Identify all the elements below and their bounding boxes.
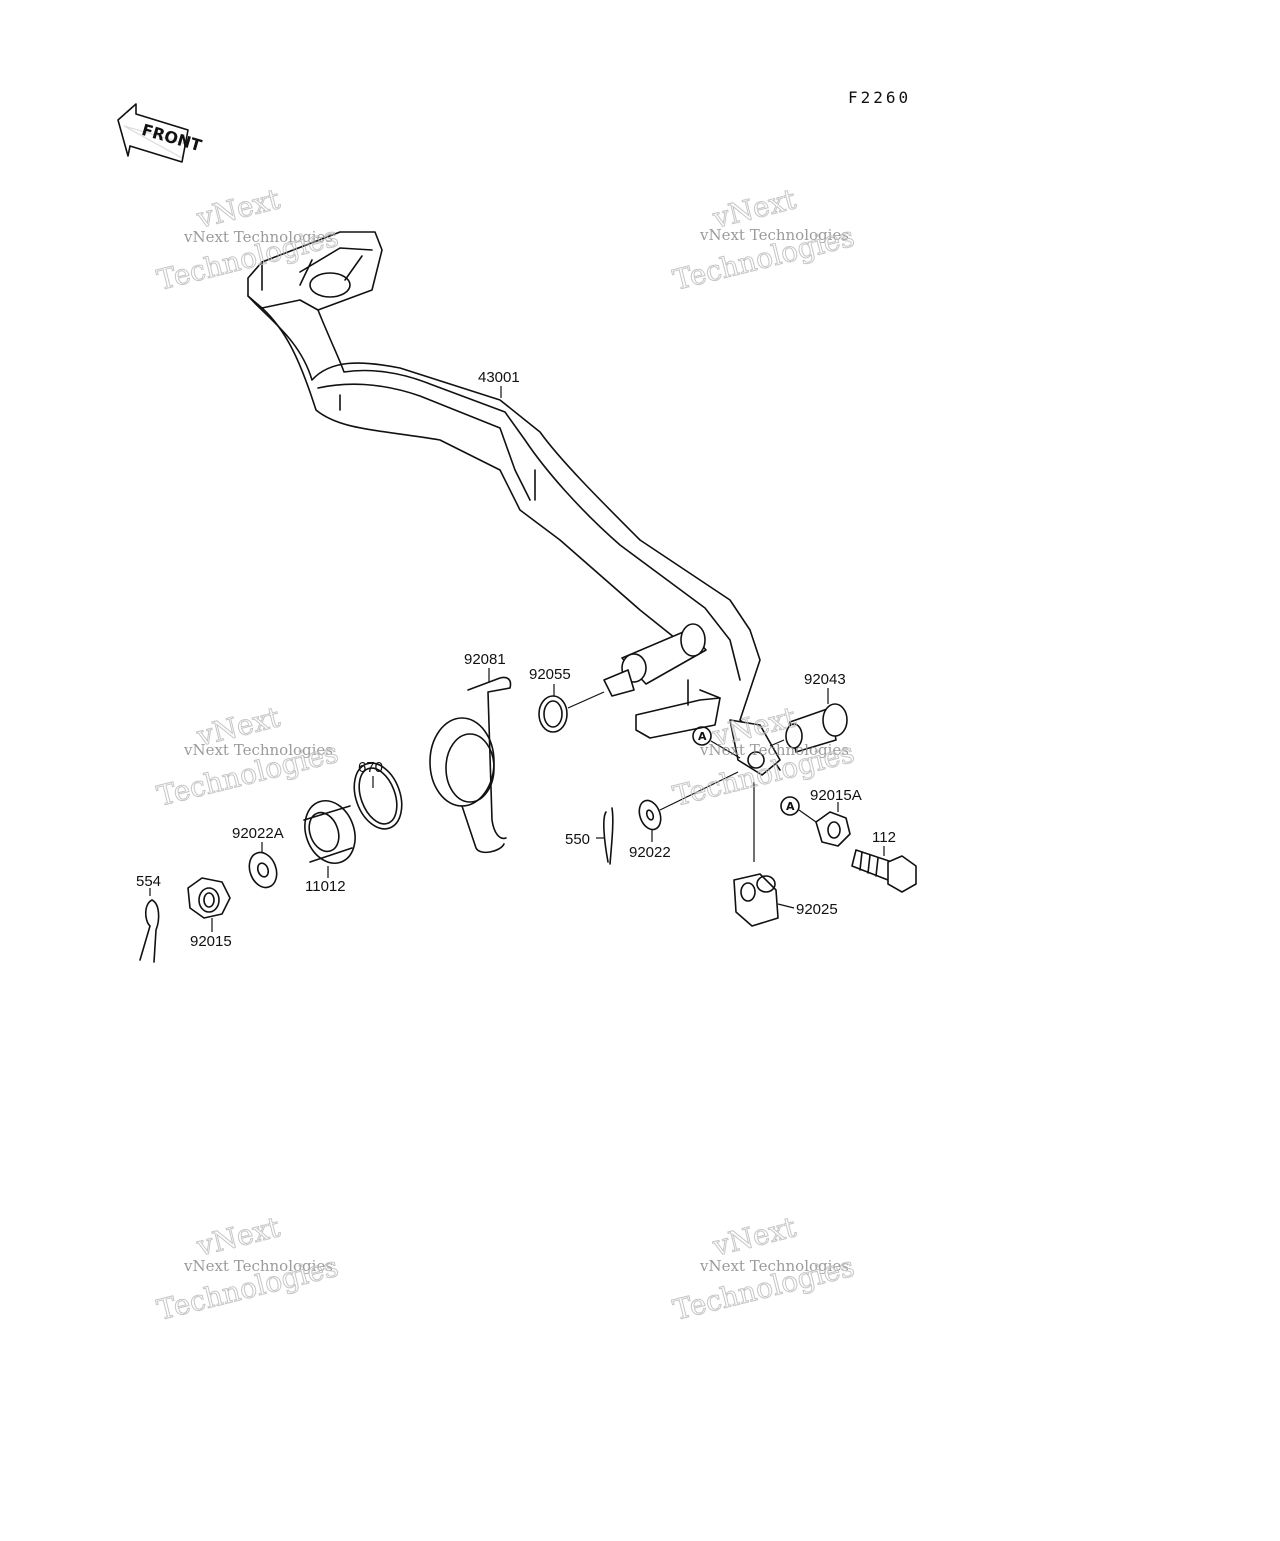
- figure-code: F2260: [848, 88, 911, 107]
- svg-text:vNext Technologies: vNext Technologies: [699, 226, 849, 244]
- part-label-554: 554: [136, 873, 161, 890]
- bushing-11012: [303, 800, 356, 864]
- part-label-550: 550: [565, 831, 590, 848]
- svg-text:vNext Technologies: vNext Technologies: [699, 1257, 849, 1275]
- part-label-92022a: 92022A: [232, 825, 284, 842]
- part-label-92055: 92055: [529, 666, 571, 683]
- snap-pin-554: [139, 899, 160, 963]
- clevis-pin-92043: [769, 703, 848, 753]
- leader-lines: [149, 386, 885, 932]
- washer-92022a: [248, 851, 278, 889]
- svg-text:A: A: [786, 800, 795, 813]
- reference-marker-a-1: A: [692, 726, 741, 759]
- svg-text:A: A: [698, 730, 707, 743]
- part-label-92025: 92025: [796, 901, 838, 918]
- watermark-bottom-left: vNext vNext Technologies Technologies: [153, 1210, 342, 1328]
- part-label-92015: 92015: [190, 933, 232, 950]
- front-arrow-icon: FRONT: [117, 103, 204, 163]
- watermark-middle-left: vNext vNext Technologies Technologies: [153, 700, 342, 814]
- svg-text:vNext Technologies: vNext Technologies: [183, 1257, 333, 1275]
- part-label-92081: 92081: [464, 651, 506, 668]
- washer-92022: [638, 771, 739, 831]
- cotter-pin-550: [603, 807, 614, 865]
- watermark-bottom-right: vNext vNext Technologies Technologies: [669, 1210, 858, 1328]
- svg-text:vNext: vNext: [709, 1210, 800, 1263]
- o-ring-92055: [538, 691, 605, 733]
- return-spring-92081: [429, 676, 512, 854]
- svg-text:vNext: vNext: [193, 1210, 284, 1263]
- part-label-11012: 11012: [305, 878, 346, 895]
- brake-pedal-43001: [247, 231, 781, 776]
- part-label-670: 670: [358, 759, 383, 776]
- bolt-112: [851, 849, 917, 893]
- svg-text:vNext Technologies: vNext Technologies: [183, 741, 333, 759]
- watermark-top-right: vNext vNext Technologies Technologies: [669, 182, 858, 298]
- svg-text:vNext Technologies: vNext Technologies: [699, 741, 849, 759]
- part-label-112: 112: [872, 829, 896, 846]
- part-label-92022: 92022: [629, 844, 671, 861]
- part-label-43001: 43001: [478, 369, 520, 386]
- o-ring-670: [353, 762, 403, 830]
- clevis-92025: [733, 782, 779, 927]
- reference-marker-a-2: A: [780, 796, 817, 823]
- part-label-92015a: 92015A: [810, 787, 862, 804]
- part-label-92043: 92043: [804, 671, 846, 688]
- nut-92015: [187, 877, 231, 919]
- svg-text:vNext Technologies: vNext Technologies: [183, 228, 333, 246]
- nut-92015a: [815, 811, 851, 847]
